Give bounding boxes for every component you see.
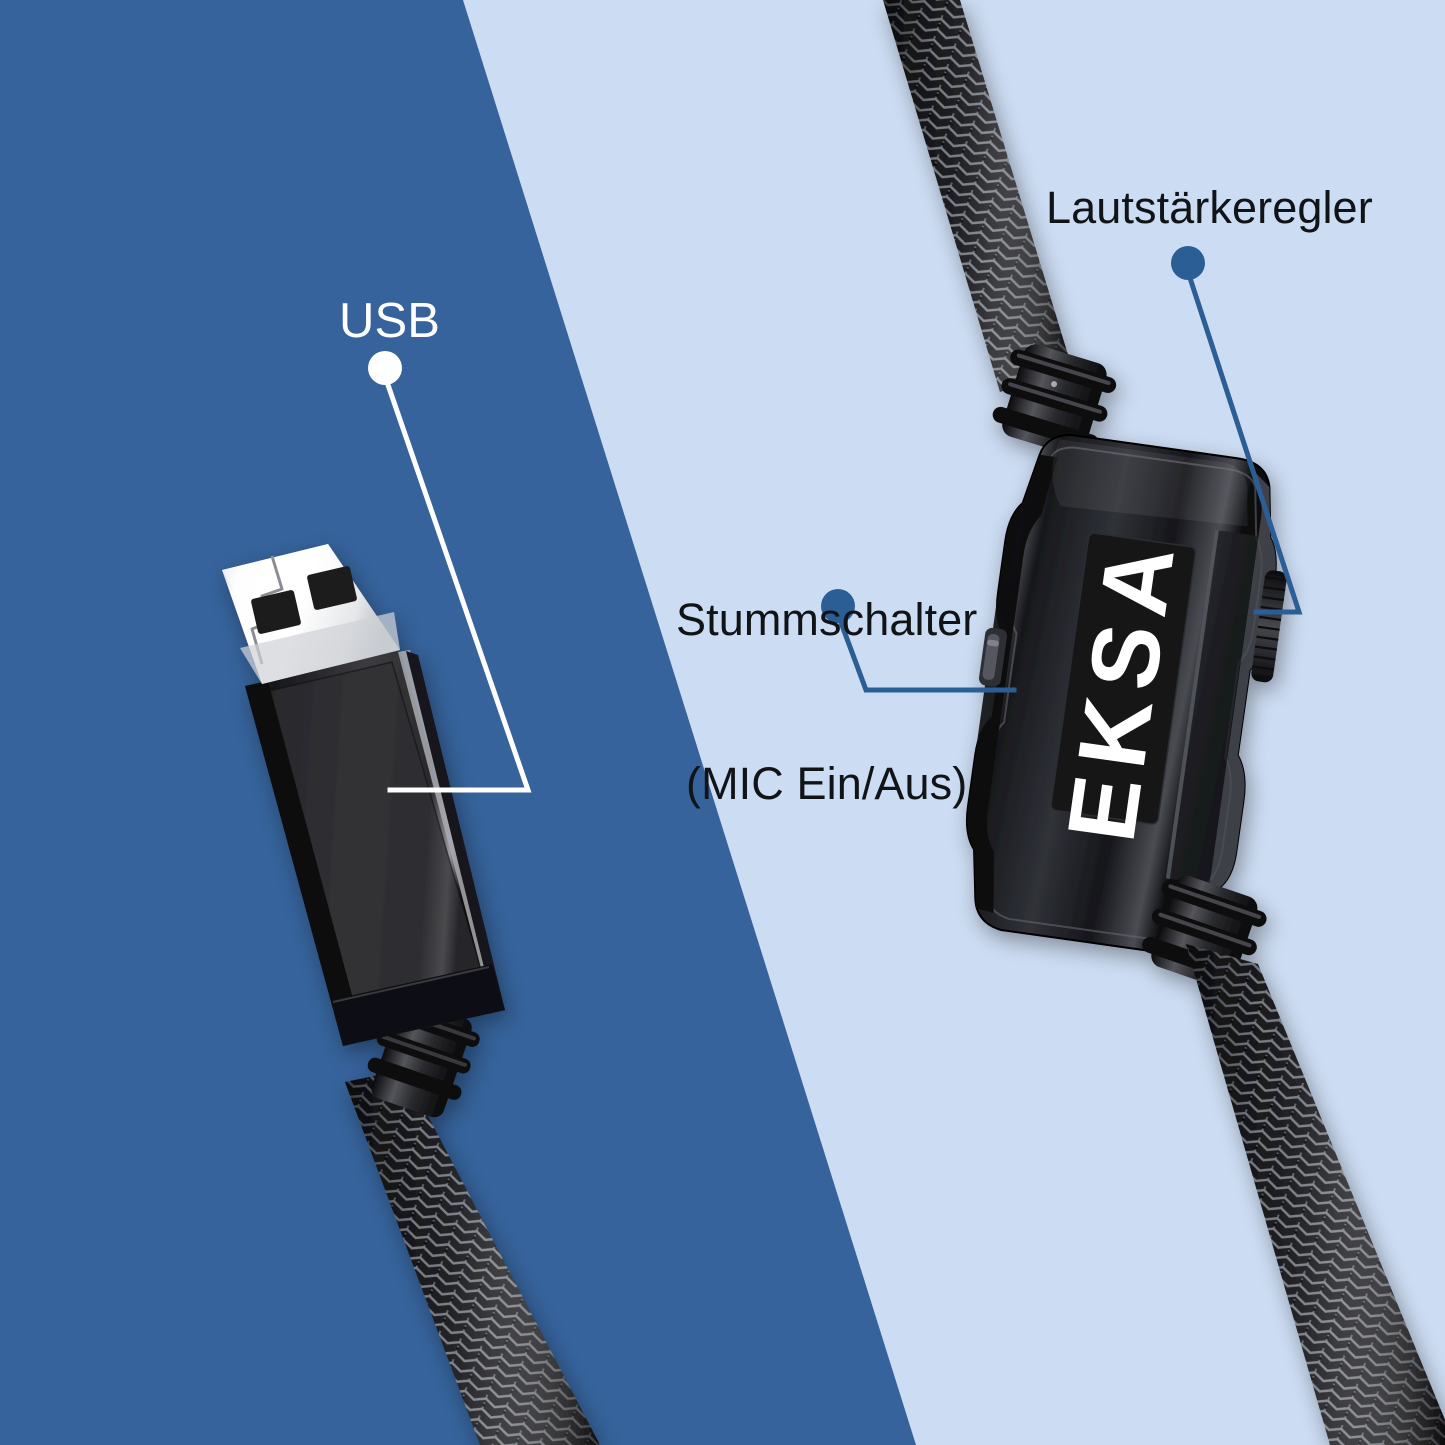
mute-callout-dot bbox=[821, 589, 855, 623]
usb-callout-leader bbox=[368, 351, 532, 793]
usb-cable bbox=[345, 1070, 600, 1445]
usb-contact-slot bbox=[307, 566, 357, 610]
callout-label-mute-switch-line2: (MIC Ein/Aus) bbox=[686, 758, 968, 810]
callout-label-volume-dial: Lautstärkeregler bbox=[1046, 182, 1373, 233]
callout-label-mute-switch-line1: Stummschalter bbox=[676, 593, 978, 645]
volume-callout-leader bbox=[1171, 246, 1303, 615]
volume-callout-dot bbox=[1171, 246, 1205, 280]
control-box-body: EKSA bbox=[965, 433, 1277, 955]
usb-contact-slot bbox=[251, 590, 301, 634]
volume-dial[interactable] bbox=[1250, 569, 1287, 683]
usb-connector-assembly bbox=[222, 544, 600, 1445]
mute-switch[interactable] bbox=[978, 627, 1008, 687]
control-box-upper-boot bbox=[992, 344, 1117, 456]
background-dark-panel bbox=[0, 0, 916, 1445]
callout-label-mute-switch: Stummschalter (MIC Ein/Aus) bbox=[676, 483, 977, 922]
upper-cable bbox=[883, 0, 1072, 392]
usb-housing bbox=[245, 650, 505, 1046]
usb-callout-dot bbox=[368, 351, 402, 385]
control-box-assembly: EKSA bbox=[883, 0, 1445, 1445]
lower-cable bbox=[1186, 944, 1445, 1445]
brand-plate bbox=[1051, 533, 1196, 824]
usb-metal-shell bbox=[222, 544, 400, 684]
mute-callout-leader bbox=[821, 589, 1017, 693]
callout-label-usb: USB bbox=[339, 294, 441, 348]
